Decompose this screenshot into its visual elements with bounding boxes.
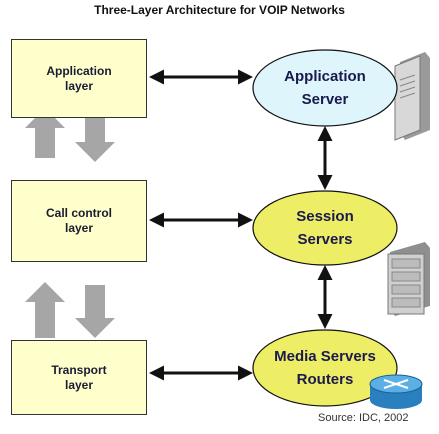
router-icon	[369, 374, 423, 409]
call-control-layer-box: Call control layer	[11, 180, 147, 262]
node-label-line1: Session	[296, 208, 354, 225]
application-server-label: Application Server	[253, 50, 397, 126]
up-flow-arrow	[25, 282, 65, 338]
node-label-line2: Routers	[296, 371, 354, 388]
node-label-line1: Application	[284, 68, 366, 85]
layer-label-line2: layer	[64, 377, 94, 392]
down-flow-arrow	[75, 112, 115, 162]
media-servers-node	[252, 329, 398, 407]
media-servers-label: Media Servers Routers	[253, 330, 397, 406]
node-label-line2: Server	[301, 91, 349, 108]
down-flow-arrow	[75, 285, 115, 338]
layer-label-line2: layer	[64, 221, 94, 235]
server-rack-icon	[387, 242, 430, 316]
diagram-title: Three-Layer Architecture for VOIP Networ…	[94, 3, 345, 17]
up-flow-arrow	[25, 108, 65, 158]
session-servers-label: Session Servers	[253, 191, 397, 265]
layer-label-line2: layer	[64, 78, 94, 93]
layer-label-line1: Call control	[45, 206, 112, 220]
node-label-line1: Media Servers	[274, 348, 376, 365]
server-tower-icon	[394, 52, 430, 141]
application-layer-box: Application layer	[11, 39, 147, 118]
transport-layer-box: Transport layer	[11, 340, 147, 415]
source-caption: Source: IDC, 2002	[318, 412, 409, 424]
layer-label-line1: Application	[46, 63, 112, 78]
node-label-line2: Servers	[297, 231, 353, 248]
layer-label-line1: Transport	[51, 362, 107, 377]
